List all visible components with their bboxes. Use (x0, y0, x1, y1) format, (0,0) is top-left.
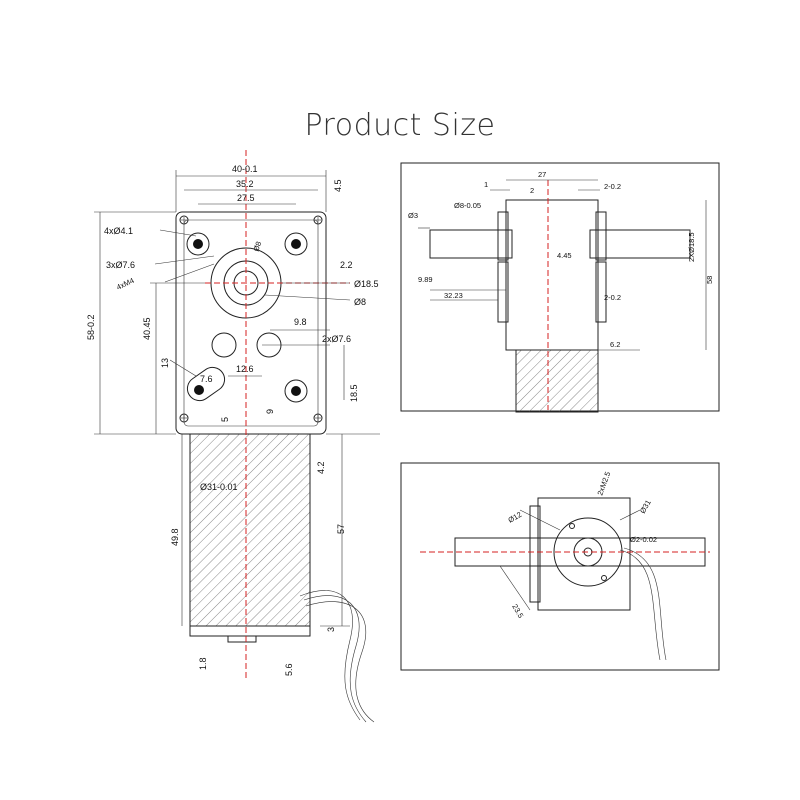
side-dim-1: 1 (484, 180, 488, 189)
dim-slot-w: 7.6 (200, 374, 213, 384)
end-dim-31: Ø31 (638, 498, 653, 515)
dim-height-shaft: 40.45 (142, 317, 152, 340)
dim-boss-dia: Ø18.5 (354, 279, 379, 289)
dim-hole-spacing: 9.8 (294, 317, 307, 327)
dim-side-holes: 2xØ7.6 (322, 334, 351, 344)
slot (186, 366, 226, 402)
corner-screw (179, 215, 323, 423)
end-dim-23-5: 23.5 (510, 603, 525, 620)
motor-body (189, 433, 311, 627)
mount-hole (186, 232, 308, 403)
side-dim-58: 58 (705, 276, 714, 284)
dim-width-overall: 40-0.1 (232, 164, 258, 174)
end-dim-m2-5: 2xM2.5 (595, 470, 612, 496)
end-view-frame (400, 462, 720, 671)
dim-slot-offset: 12.6 (236, 364, 254, 374)
end-dim-12: Ø12 (507, 510, 524, 525)
side-view: 27 1 2 2-0.2 Ø8-0.05 Ø3 4.45 2XØ18.5 58 … (400, 162, 720, 413)
dim-height-overall: 58-0.2 (86, 314, 96, 340)
dim-boss-gap: 2.2 (340, 260, 353, 270)
side-dim-shaft-tol: Ø8-0.05 (454, 201, 481, 210)
dim-shaft-dia: Ø8 (251, 240, 263, 252)
dim-motor-len: 49.8 (170, 528, 180, 546)
front-view: 40-0.1 35.2 27.5 4.5 4xØ4.1 3xØ7.6 4xM4 … (86, 150, 380, 723)
side-dim-2-02-mid: 2-0.2 (604, 293, 621, 302)
side-dim-27: 27 (538, 170, 546, 179)
dim-9: 9 (265, 409, 275, 414)
dim-shaft-dia2: Ø8 (354, 297, 366, 307)
dim-5: 5 (220, 417, 230, 422)
side-dim-2: 2 (530, 186, 534, 195)
side-dim-9-89: 9.89 (418, 275, 433, 284)
dim-top-offset: 4.5 (333, 179, 343, 192)
end-dim-2-002: Ø2-0.02 (630, 535, 657, 544)
side-dim-6-2: 6.2 (610, 340, 620, 349)
dim-width-inner: 27.5 (237, 193, 255, 203)
side-dim-4-45: 4.45 (557, 251, 572, 260)
dim-bottom-5-6: 5.6 (284, 663, 294, 676)
dim-18-5: 18.5 (349, 384, 359, 402)
side-dim-3: Ø3 (408, 211, 418, 220)
dim-motor-total: 57 (336, 524, 346, 534)
dim-bottom-1-8: 1.8 (198, 657, 208, 670)
dim-slot-len: 13 (160, 358, 170, 368)
side-dim-32-23: 32.23 (444, 291, 463, 300)
dim-threads: 4xM4 (115, 276, 135, 292)
dim-mount-holes: 4xØ4.1 (104, 226, 133, 236)
dim-width-holes: 35.2 (236, 179, 254, 189)
dim-bottom-3: 3 (326, 627, 336, 632)
dim-motor-gap: 4.2 (316, 461, 326, 474)
dim-small-holes: 3xØ7.6 (106, 260, 135, 270)
end-view: 2xM2.5 Ø12 Ø31 Ø2-0.02 23.5 (400, 462, 720, 671)
side-dim-2-02-top: 2-0.2 (604, 182, 621, 191)
page-title: Product Size (304, 108, 496, 143)
side-dim-2x-18-5: 2XØ18.5 (687, 232, 696, 262)
side-hole (211, 332, 237, 358)
dim-motor-dia: Ø31-0.01 (200, 482, 238, 492)
